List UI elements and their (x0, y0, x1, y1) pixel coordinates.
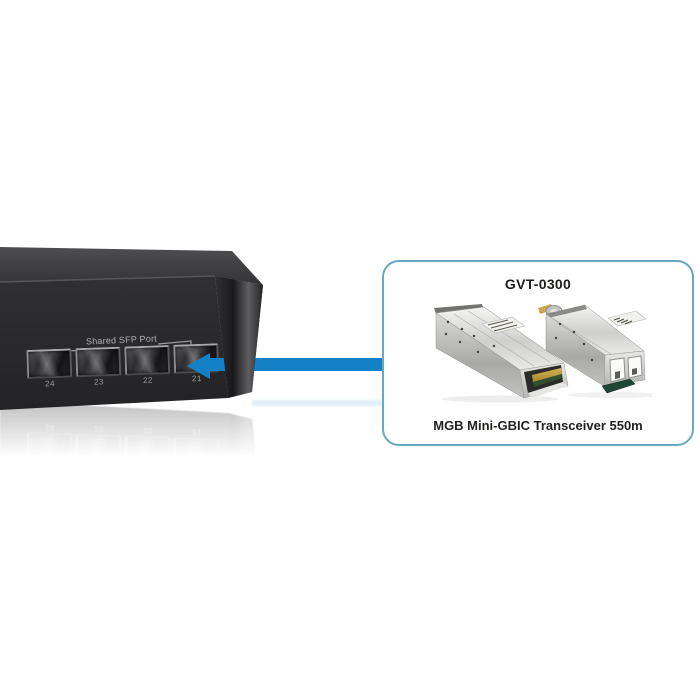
sfp-port-22-label: 22 (142, 426, 154, 436)
sfp-port-24-label: 24 (44, 422, 56, 432)
sfp-port-cell: 22 (124, 345, 171, 387)
sfp-port-23-label: 23 (93, 377, 105, 387)
sfp-module-right (538, 304, 647, 394)
sfp-transceiver-modules-image (434, 304, 652, 403)
switch-reflection: Shared SFP Port 24 23 (0, 401, 265, 463)
switch-reflection-flip: Shared SFP Port 24 23 (0, 401, 265, 463)
switch-visual-mirrored: Shared SFP Port 24 23 (0, 401, 265, 463)
sfp-port-24 (26, 348, 73, 379)
sfp-port-24-label: 24 (44, 379, 56, 389)
chassis-top-face (0, 247, 263, 285)
sfp-port-cell: 23 (75, 346, 122, 389)
sfp-port-23-label: 23 (93, 424, 105, 434)
sfp-port-cell: 24 (26, 348, 73, 390)
sfp-port-21-label: 21 (191, 427, 203, 438)
sfp-port-cell: 21 (173, 426, 220, 463)
callout-arrow-shaft (208, 358, 385, 371)
product-description: MGB Mini-GBIC Transceiver 550m (433, 418, 643, 433)
sfp-port-22 (124, 435, 171, 463)
sfp-port-row: 24 23 22 21 (26, 421, 221, 463)
sfp-port-21 (173, 437, 220, 463)
sfp-port-23 (75, 346, 122, 378)
chassis-edge-highlight (0, 275, 216, 283)
sfp-module-left (434, 304, 569, 399)
sfp-port-22 (124, 345, 171, 376)
product-model-title: GVT-0300 (504, 276, 572, 292)
callout-arrow-reflection (252, 400, 385, 406)
sfp-port-cell: 23 (75, 423, 122, 463)
module-shadow (568, 392, 652, 398)
product-callout-box: GVT-0300 (382, 260, 694, 446)
sfp-port-22-label: 22 (142, 375, 154, 385)
sfp-port-cell: 22 (124, 424, 171, 463)
switch-visual: Shared SFP Port 24 23 22 (0, 246, 265, 410)
sfp-port-24 (26, 432, 73, 463)
sfp-port-23 (75, 433, 122, 463)
callout-arrow-left-icon (187, 353, 210, 379)
sfp-port-cell: 24 (26, 421, 73, 463)
module-shadow (442, 395, 558, 403)
network-switch: Shared SFP Port 24 23 22 (0, 246, 265, 410)
